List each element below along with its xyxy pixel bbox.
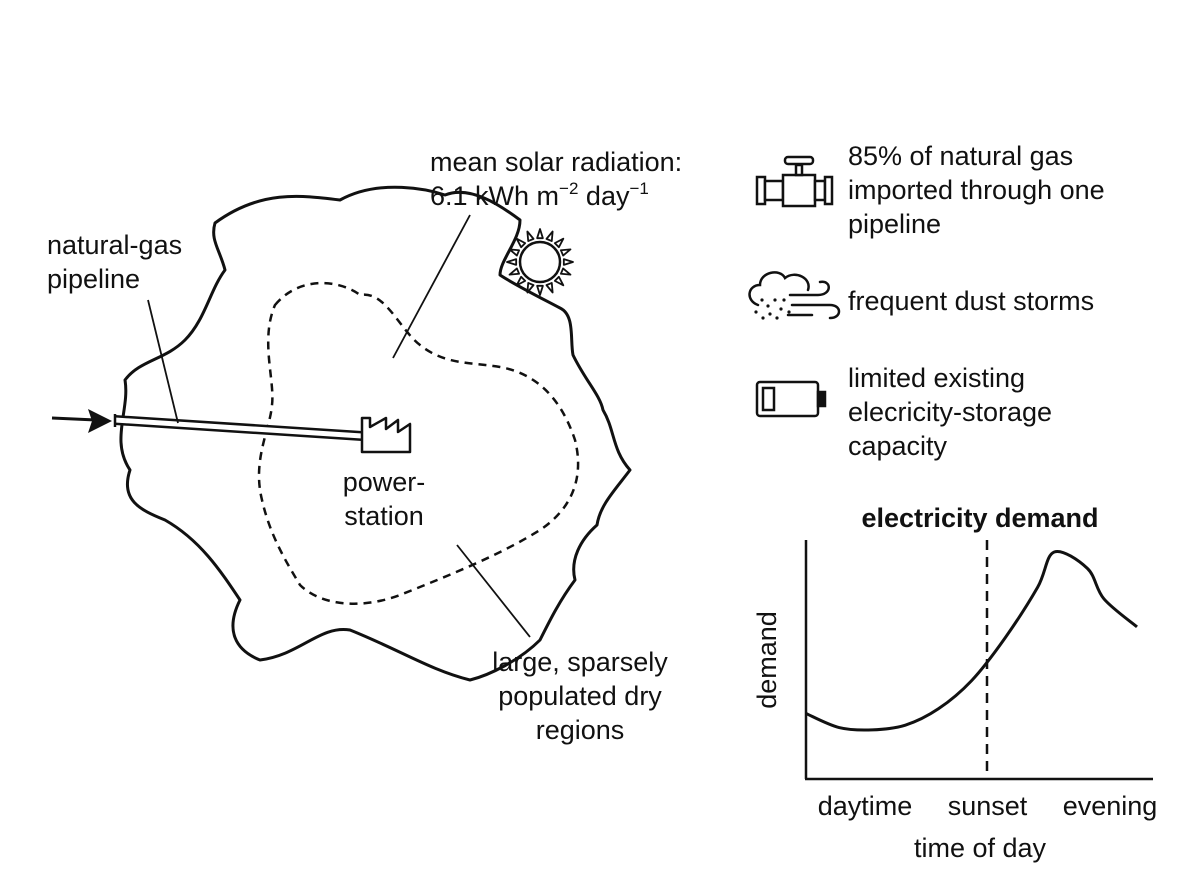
power-station-label-line: power- <box>342 467 426 497</box>
sun-icon <box>506 228 574 296</box>
fact-line: imported through one <box>848 175 1105 205</box>
dry-region-outline <box>257 281 580 605</box>
pipeline-label: natural-gas pipeline <box>47 228 182 296</box>
dry-label-line: large, sparsely <box>492 647 668 677</box>
dry-label-line: regions <box>535 715 625 745</box>
sun-ray <box>526 230 535 242</box>
pipeline-label-line: pipeline <box>47 264 141 294</box>
demand-series-line <box>805 550 1138 732</box>
chart-xlabel: time of day <box>913 833 1047 863</box>
fact-storage: limited existing elecricity-storage capa… <box>848 361 1052 463</box>
solar-exponent-2: −1 <box>629 179 649 198</box>
sun-ray <box>560 267 572 276</box>
dust-dot <box>775 316 779 320</box>
fact-line: 85% of natural gas <box>848 141 1074 171</box>
solar-exponent-1: −2 <box>559 179 579 198</box>
battery-low-icon <box>755 380 827 418</box>
fact-line: pipeline <box>848 209 942 239</box>
demand-chart <box>804 540 1153 781</box>
sun-ray <box>562 258 574 266</box>
sun-ray <box>515 275 527 287</box>
sun-ray <box>515 237 527 249</box>
dry-regions-label: large, sparsely populated dry regions <box>460 645 700 747</box>
dry-leader <box>456 544 531 638</box>
fact-line: elecricity-storage <box>848 397 1053 427</box>
pipeline-leader <box>147 299 179 424</box>
solar-value: 6.1 kWh m <box>430 181 560 211</box>
dry-label-line: populated dry <box>498 681 662 711</box>
sun-ray <box>553 237 565 249</box>
dust-dot <box>779 307 783 311</box>
dust-dot <box>768 312 772 316</box>
dust-dot <box>787 310 791 314</box>
solar-label-line1: mean solar radiation: <box>430 147 683 177</box>
sun-disc <box>518 240 562 284</box>
dust-dot <box>761 316 765 320</box>
sun-ray <box>545 282 554 294</box>
sun-ray <box>553 275 565 287</box>
dust-dot <box>773 298 777 302</box>
power-station-label-line: station <box>344 501 424 531</box>
dust-dot <box>766 304 770 308</box>
solar-leader <box>392 214 471 359</box>
chart-ylabel: demand <box>752 611 782 709</box>
power-station-label: power- station <box>334 465 434 533</box>
sun-ray <box>526 282 535 294</box>
fact-pipeline: 85% of natural gas imported through one … <box>848 139 1105 241</box>
sun-ray <box>545 230 554 242</box>
solar-radiation-label: mean solar radiation: 6.1 kWh m−2 day−1 <box>430 145 682 213</box>
sun-ray <box>508 267 520 276</box>
x-tick-evening: evening <box>1062 791 1158 821</box>
factory-icon <box>360 416 412 454</box>
fact-line: limited existing <box>848 363 1026 393</box>
sun-ray <box>508 248 520 257</box>
sun-ray <box>560 248 572 257</box>
fact-line: capacity <box>848 431 948 461</box>
x-tick-sunset: sunset <box>947 791 1028 821</box>
pipeline-valve-icon <box>755 155 834 208</box>
sun-ray <box>536 228 544 240</box>
dust-storm-icon <box>748 271 841 320</box>
pipeline <box>113 414 363 441</box>
fact-dust: frequent dust storms <box>848 284 1094 318</box>
dust-dot <box>754 310 758 314</box>
fact-line: frequent dust storms <box>848 286 1095 316</box>
dust-dot <box>782 298 786 302</box>
chart-title: electricity demand <box>861 503 1099 533</box>
sun-ray <box>536 284 544 296</box>
pipeline-label-line: natural-gas <box>47 230 183 260</box>
country-outline <box>119 185 632 682</box>
dust-dot <box>760 298 764 302</box>
solar-label-line2: 6.1 kWh m−2 day−1 <box>430 179 682 213</box>
inflow-arrow <box>51 409 112 433</box>
x-tick-daytime: daytime <box>817 791 913 821</box>
sun-ray <box>506 258 518 266</box>
solar-unit-day: day <box>578 181 630 211</box>
